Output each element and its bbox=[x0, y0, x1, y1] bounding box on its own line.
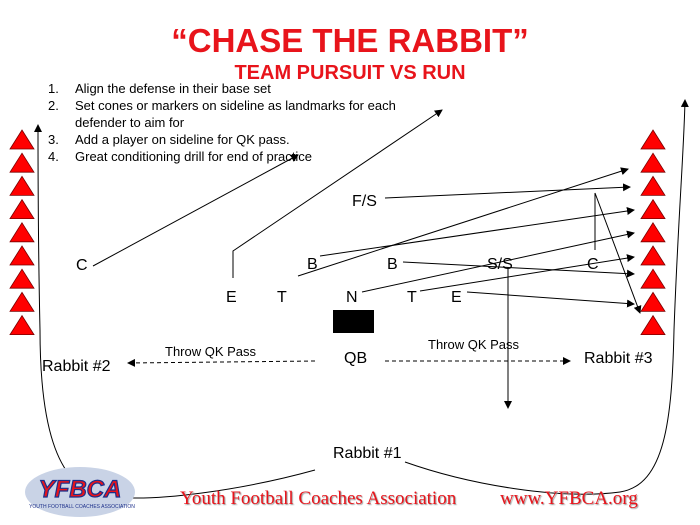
rabbit-2-label: Rabbit #2 bbox=[42, 358, 111, 375]
route-fs bbox=[384, 183, 631, 199]
player-t-right: T bbox=[407, 289, 417, 306]
cone-marker bbox=[9, 129, 35, 150]
player-e-right: E bbox=[451, 289, 462, 306]
pass-label-left: Throw QK Pass bbox=[165, 344, 257, 359]
route-b-left bbox=[319, 207, 635, 257]
list-item: 3.Add a player on sideline for QK pass. bbox=[48, 132, 290, 147]
player-e-left: E bbox=[226, 289, 237, 306]
player-b-left: B bbox=[307, 256, 318, 273]
yfbca-logo: YFBCA YOUTH FOOTBALL COACHES ASSOCIATION bbox=[25, 467, 135, 517]
cone-marker bbox=[640, 245, 666, 266]
footer-org: Youth Football Coaches Association bbox=[180, 488, 457, 509]
route-b-right bbox=[402, 261, 635, 278]
rabbit-path-right bbox=[404, 99, 689, 495]
route-c-left bbox=[92, 154, 299, 267]
cone-marker bbox=[9, 222, 35, 243]
rabbit-3-label: Rabbit #3 bbox=[584, 350, 653, 367]
cone-marker bbox=[9, 268, 35, 289]
route-e-left bbox=[232, 109, 443, 278]
cones-right bbox=[640, 129, 666, 336]
footer-url[interactable]: www.YFBCA.org bbox=[500, 488, 638, 509]
list-item: 1.Align the defense in their base set bbox=[48, 81, 271, 96]
player-c-right: C bbox=[587, 256, 599, 273]
player-t-left: T bbox=[277, 289, 287, 306]
cone-marker bbox=[9, 175, 35, 196]
cone-marker bbox=[640, 129, 666, 150]
player-b-right: B bbox=[387, 256, 398, 273]
page-subtitle: TEAM PURSUIT VS RUN bbox=[234, 62, 466, 84]
route-e-right bbox=[466, 291, 635, 308]
cone-marker bbox=[640, 198, 666, 220]
cone-marker bbox=[640, 152, 666, 173]
cone-marker bbox=[640, 222, 666, 243]
player-c-left: C bbox=[76, 257, 88, 274]
rabbit-1-label: Rabbit #1 bbox=[333, 445, 402, 462]
cone-marker bbox=[9, 291, 35, 312]
cone-marker bbox=[9, 314, 35, 336]
svg-text:YOUTH FOOTBALL COACHES ASSOCIA: YOUTH FOOTBALL COACHES ASSOCIATION bbox=[29, 504, 135, 510]
cone-marker bbox=[640, 175, 666, 196]
player-ss: S/S bbox=[487, 256, 513, 273]
pass-left bbox=[127, 358, 316, 367]
list-item: 2.Set cones or markers on sideline as la… bbox=[48, 98, 396, 130]
page-title: “CHASE THE RABBIT” bbox=[171, 22, 529, 59]
cone-marker bbox=[640, 268, 666, 289]
cone-marker bbox=[9, 198, 35, 220]
player-fs: F/S bbox=[352, 193, 377, 210]
rabbit-path-left bbox=[34, 124, 316, 499]
player-n: N bbox=[346, 289, 358, 306]
route-t-right bbox=[419, 254, 635, 292]
ball-marker bbox=[333, 310, 374, 333]
route-n bbox=[361, 230, 635, 293]
cone-marker bbox=[640, 314, 666, 336]
route-c-right bbox=[594, 192, 642, 314]
pass-label-right: Throw QK Pass bbox=[428, 337, 520, 352]
instruction-list: 1.Align the defense in their base set 2.… bbox=[48, 80, 435, 165]
cone-marker bbox=[9, 245, 35, 266]
player-qb: QB bbox=[344, 350, 368, 367]
logo-text: YFBCA bbox=[39, 476, 122, 503]
list-item: 4.Great conditioning drill for end of pr… bbox=[48, 149, 313, 164]
cone-marker bbox=[9, 152, 35, 173]
cone-marker bbox=[640, 291, 666, 312]
cones-left bbox=[9, 129, 35, 336]
route-t-left bbox=[297, 167, 629, 277]
